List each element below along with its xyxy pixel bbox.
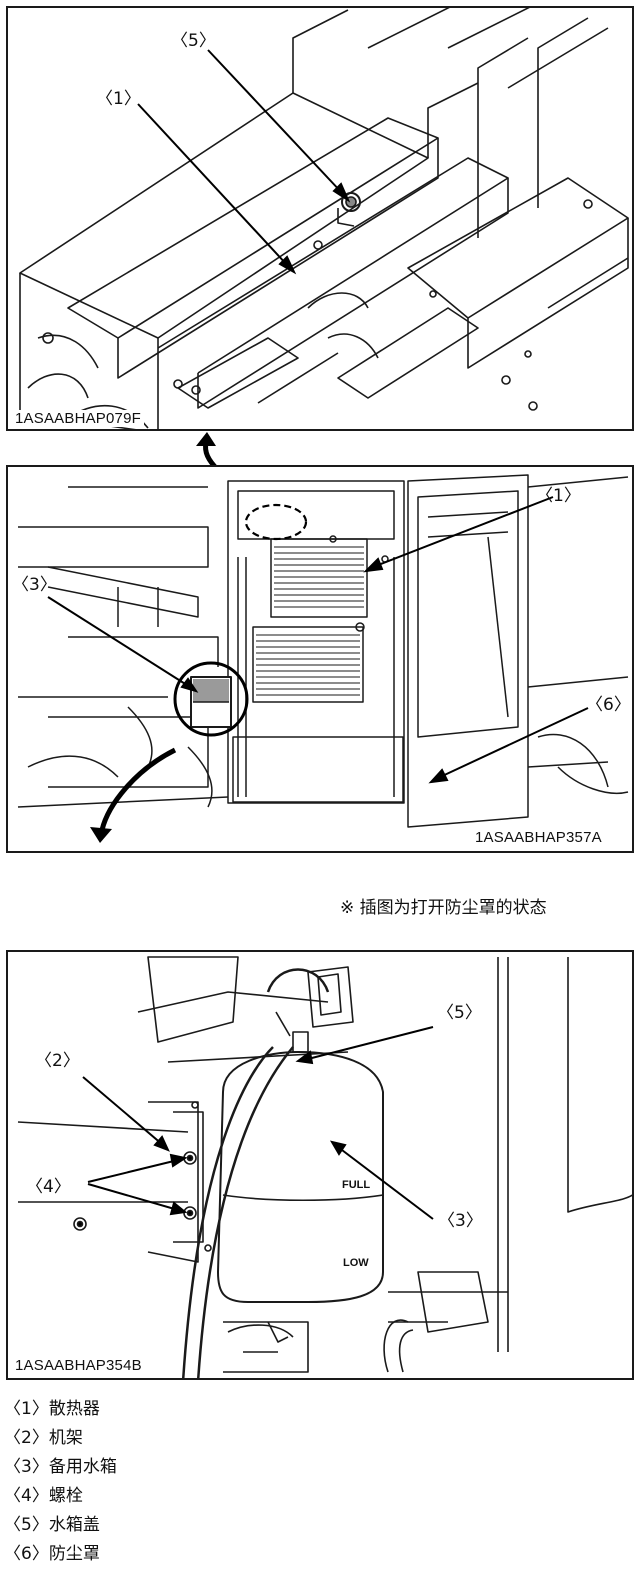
legend-item: 〈1〉散热器 bbox=[4, 1395, 304, 1424]
legend-label: 机架 bbox=[48, 1428, 83, 1448]
radiator-compartment-drawing bbox=[17, 474, 629, 828]
callout-1: 〈1〉 bbox=[96, 89, 141, 109]
legend-label: 防尘罩 bbox=[48, 1544, 100, 1564]
curved-arrow-down-icon bbox=[90, 747, 177, 843]
full-level-mark: FULL bbox=[342, 1179, 371, 1191]
legend-number: 〈5〉 bbox=[4, 1515, 49, 1535]
legend-label: 备用水箱 bbox=[48, 1457, 117, 1477]
figure-code: 1ASAABHAP079F bbox=[12, 410, 144, 427]
legend-label: 散热器 bbox=[48, 1399, 100, 1419]
legend-number: 〈2〉 bbox=[4, 1428, 49, 1448]
callout-3: 〈3〉 bbox=[438, 1211, 483, 1231]
figure-code: 1ASAABHAP354B bbox=[12, 1357, 145, 1374]
callout-5: 〈5〉 bbox=[437, 1003, 482, 1023]
legend-number: 〈6〉 bbox=[4, 1544, 49, 1564]
legend-label: 水箱盖 bbox=[48, 1515, 100, 1535]
legend-item: 〈5〉水箱盖 bbox=[4, 1511, 304, 1540]
reserve-tank-closeup-drawing bbox=[17, 956, 632, 1378]
legend-number: 〈4〉 bbox=[4, 1486, 49, 1506]
callout-4: 〈4〉 bbox=[26, 1177, 71, 1197]
legend-label: 螺栓 bbox=[48, 1486, 83, 1506]
callout-1: 〈1〉 bbox=[536, 486, 581, 506]
parts-legend: 〈1〉散热器 〈2〉机架 〈3〉备用水箱 〈4〉螺栓 〈5〉水箱盖 〈6〉防尘罩 bbox=[4, 1395, 304, 1569]
callout-2: 〈2〉 bbox=[35, 1051, 80, 1071]
legend-number: 〈1〉 bbox=[4, 1399, 49, 1419]
legend-item: 〈3〉备用水箱 bbox=[4, 1453, 304, 1482]
low-level-mark: LOW bbox=[343, 1257, 369, 1269]
diagram-panel-bottom: FULL LOW 〈5〉 〈2〉 〈4〉 〈3〉 1ASAABHAP354B bbox=[6, 950, 634, 1380]
legend-number: 〈3〉 bbox=[4, 1457, 49, 1477]
figure-code: 1ASAABHAP357A bbox=[472, 829, 605, 846]
callout-3: 〈3〉 bbox=[12, 575, 57, 595]
figure-note: ※ 插图为打开防尘罩的状态 bbox=[340, 898, 547, 918]
legend-item: 〈4〉螺栓 bbox=[4, 1482, 304, 1511]
callout-5: 〈5〉 bbox=[171, 31, 216, 51]
callout-6: 〈6〉 bbox=[586, 695, 631, 715]
legend-item: 〈6〉防尘罩 bbox=[4, 1540, 304, 1569]
diagram-panel-middle: 〈1〉 〈3〉 〈6〉 1ASAABHAP357A bbox=[6, 465, 634, 853]
diagram-panel-top: 〈5〉 〈1〉 1ASAABHAP079F bbox=[6, 6, 634, 431]
machine-top-view-drawing bbox=[19, 8, 629, 429]
legend-item: 〈2〉机架 bbox=[4, 1424, 304, 1453]
